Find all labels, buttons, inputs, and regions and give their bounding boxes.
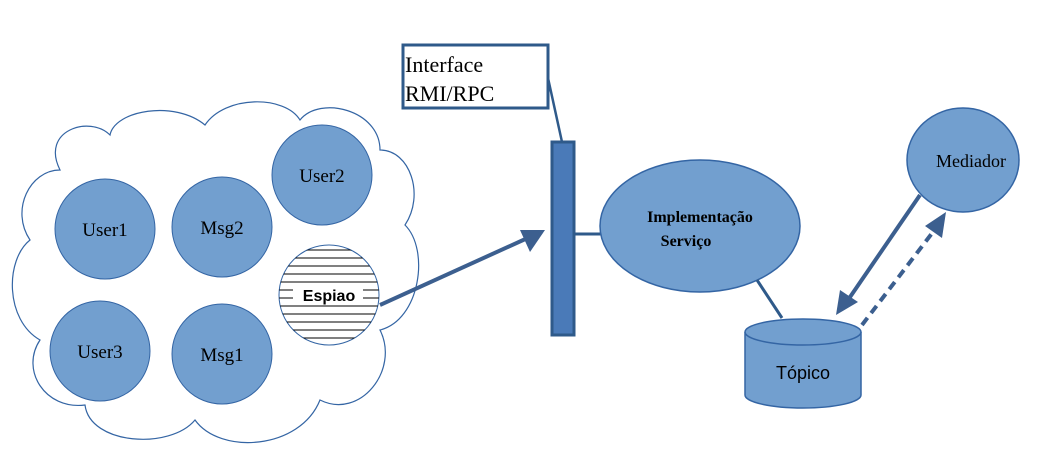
user1-node: User1 [54,178,156,280]
msg1-node: Msg1 [171,303,273,405]
interface-box: Interface RMI/RPC [401,43,550,110]
user1-label: User1 [82,220,127,241]
mediador-label: Mediador [936,151,1006,171]
msg1-label: Msg1 [200,345,243,366]
user2-label: User2 [299,166,344,187]
implementation-to-topico-connector [755,279,784,319]
espiao-label: Espiao [303,288,356,305]
espiao-to-interface-arrow [379,230,545,307]
topico-to-mediador-dashed-arrow [860,212,946,327]
user2-node: User2 [271,124,373,226]
topico-node: Tópico [744,318,862,409]
implementation-label-line1: Implementação [647,209,753,226]
user3-node: User3 [49,300,151,402]
mediador-to-topico-arrow [836,193,922,315]
interface-label-line1: Interface [405,52,483,77]
msg2-label: Msg2 [200,218,243,239]
user3-label: User3 [77,342,122,363]
espiao-node: Espiao [278,244,380,346]
topico-label: Tópico [776,363,830,383]
msg2-node: Msg2 [171,176,273,278]
interface-connector [546,77,564,143]
interface-bar [550,140,576,337]
implementation-node: Implementação Serviço [599,159,801,293]
implementation-label-line2: Serviço [661,233,712,250]
interface-label-line2: RMI/RPC [405,81,494,106]
mediador-node: Mediador [906,107,1020,213]
